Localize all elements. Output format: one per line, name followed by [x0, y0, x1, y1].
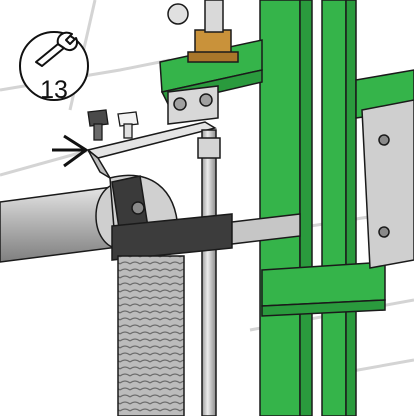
green-frame — [159, 0, 414, 416]
vertical-pipe — [197, 129, 221, 416]
bolt-light — [117, 111, 139, 139]
mounting-plate — [167, 85, 219, 125]
corrugated-hose — [117, 255, 185, 416]
wrench-icon — [35, 31, 78, 67]
wrench-size-label: 13 — [40, 76, 68, 104]
angle-bracket — [86, 121, 217, 179]
bolt-dark — [87, 109, 109, 141]
wrench-callout — [19, 31, 89, 101]
side-panel — [361, 99, 414, 269]
brass-valve-fitting — [167, 0, 239, 63]
support-block — [111, 213, 301, 261]
arrow-pointer-icon — [52, 134, 88, 168]
